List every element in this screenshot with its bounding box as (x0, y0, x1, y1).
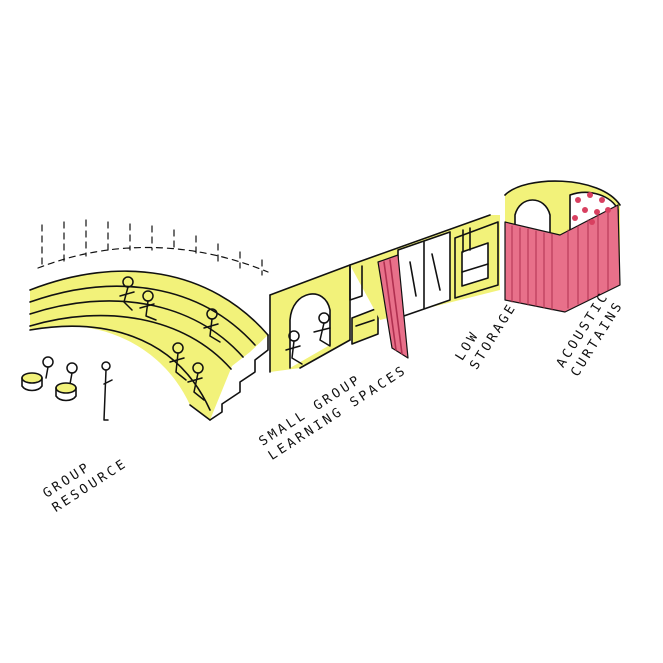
people-figures (42, 276, 331, 421)
curtain-left (377, 254, 409, 359)
stepped-seating (29, 270, 269, 421)
curtain-dots (572, 192, 611, 225)
acoustic-curtain-pod (504, 180, 621, 313)
dashed-back-wall (37, 219, 269, 276)
stools (21, 372, 77, 402)
low-storage-wall (349, 214, 500, 320)
